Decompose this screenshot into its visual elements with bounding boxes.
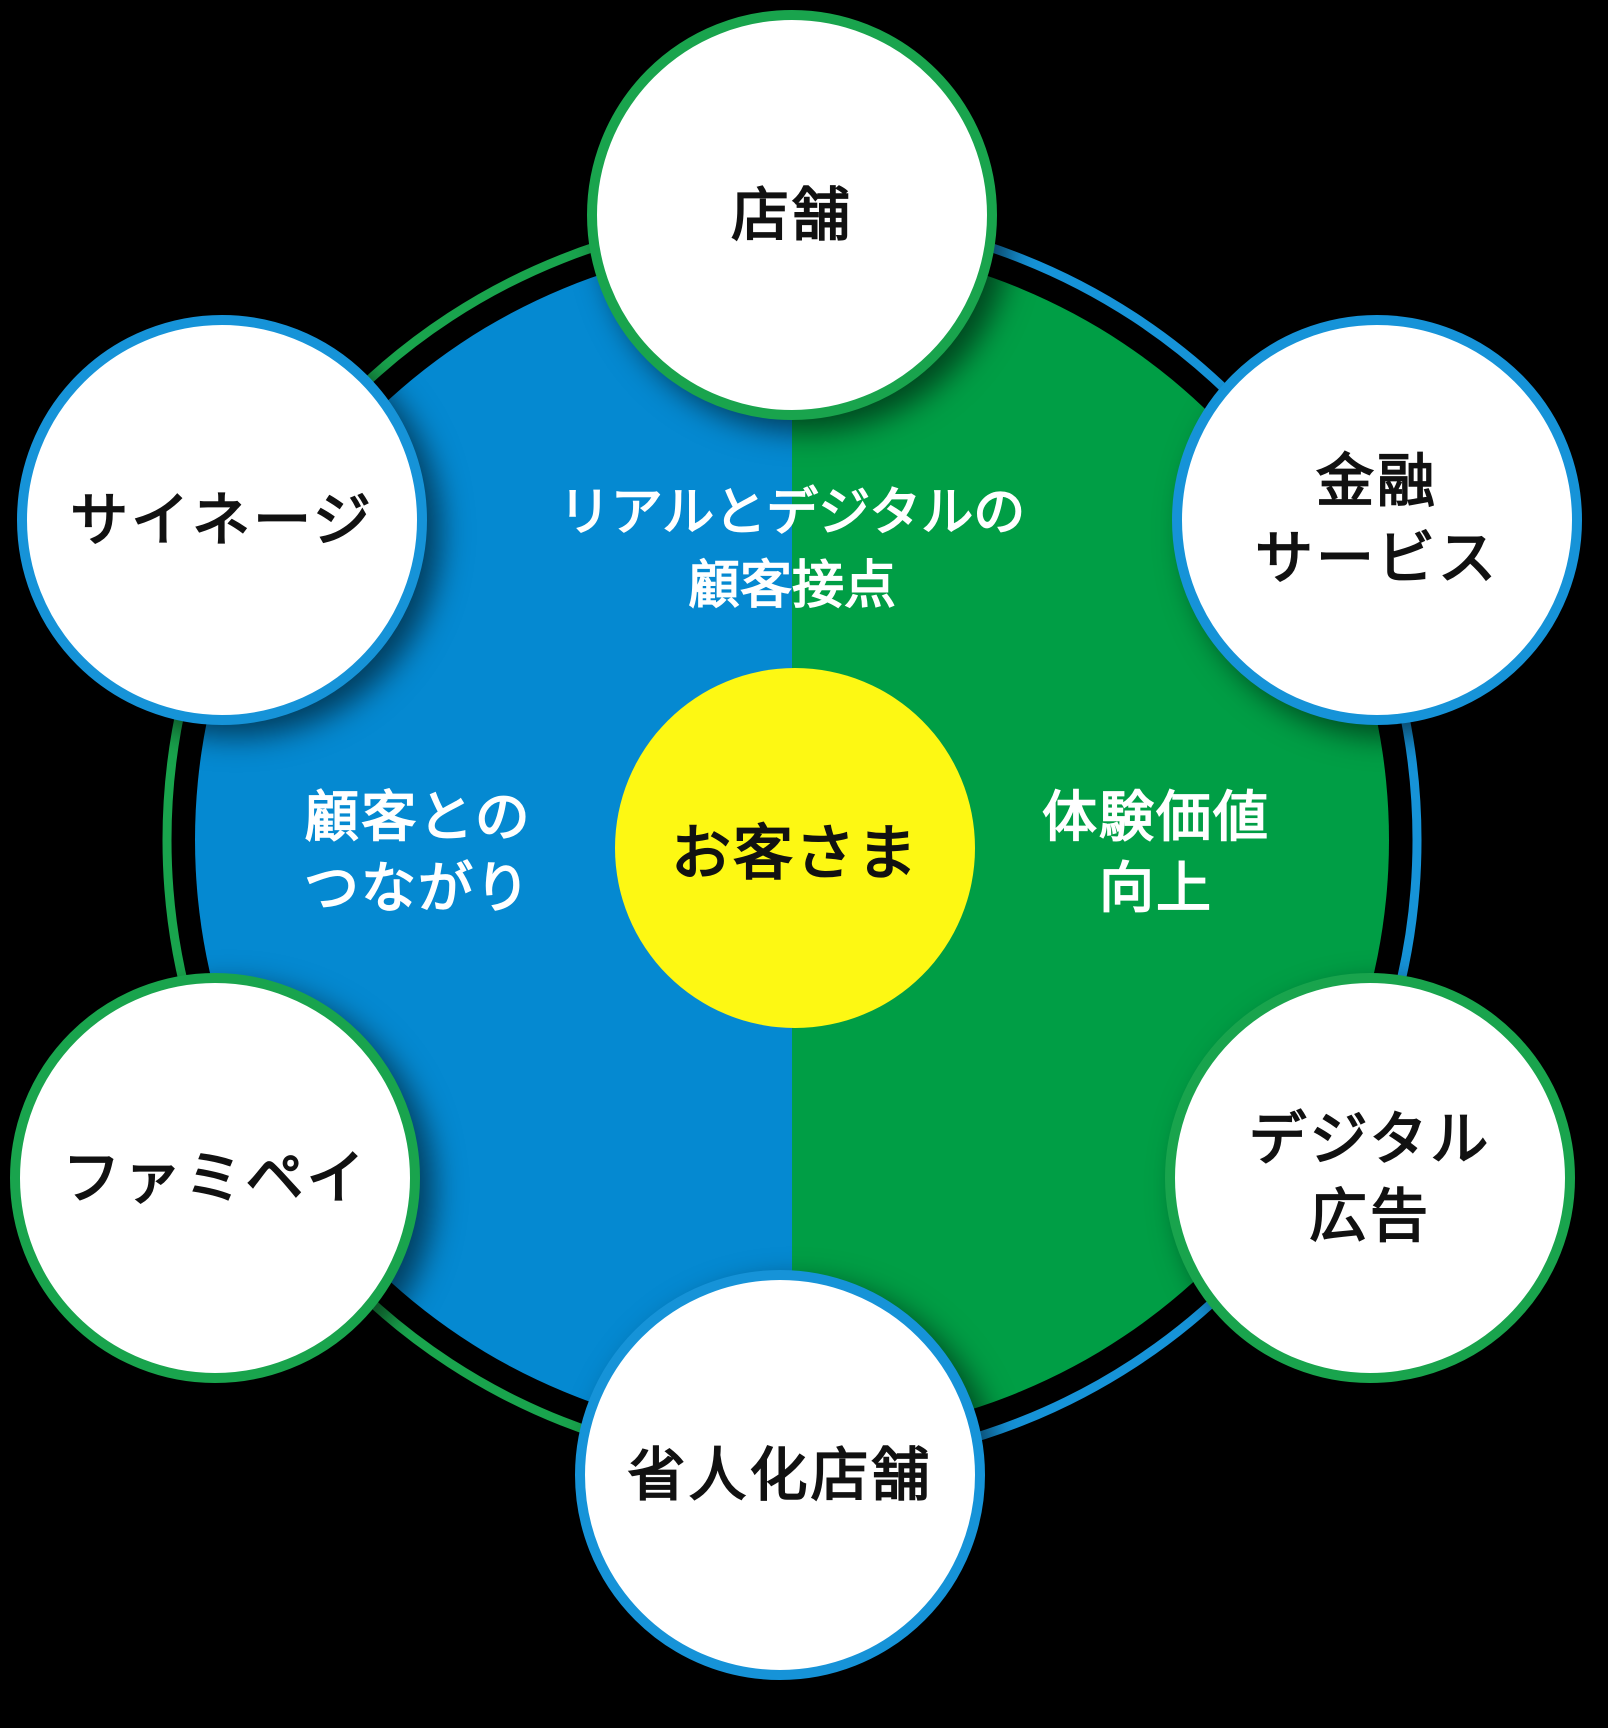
satellite-digital-advertising: デジタル 広告 [1165,973,1575,1383]
satellite-famipay: ファミペイ [10,973,420,1383]
label-experience-value: 体験価値 向上 [1041,786,1270,919]
satellite-store: 店舗 [587,10,997,420]
label-customer-connection: 顧客との つながり [303,786,532,919]
satellite-financial-services: 金融 サービス [1172,315,1582,725]
satellite-signage: サイネージ [17,315,427,725]
label-real-digital-touchpoints: リアルとデジタルの 顧客接点 [558,484,1026,615]
customer-center-circle: お客さま [615,668,975,1028]
customer-label: お客さま [671,819,919,887]
satellite-labor-saving-store: 省人化店舗 [575,1270,985,1680]
